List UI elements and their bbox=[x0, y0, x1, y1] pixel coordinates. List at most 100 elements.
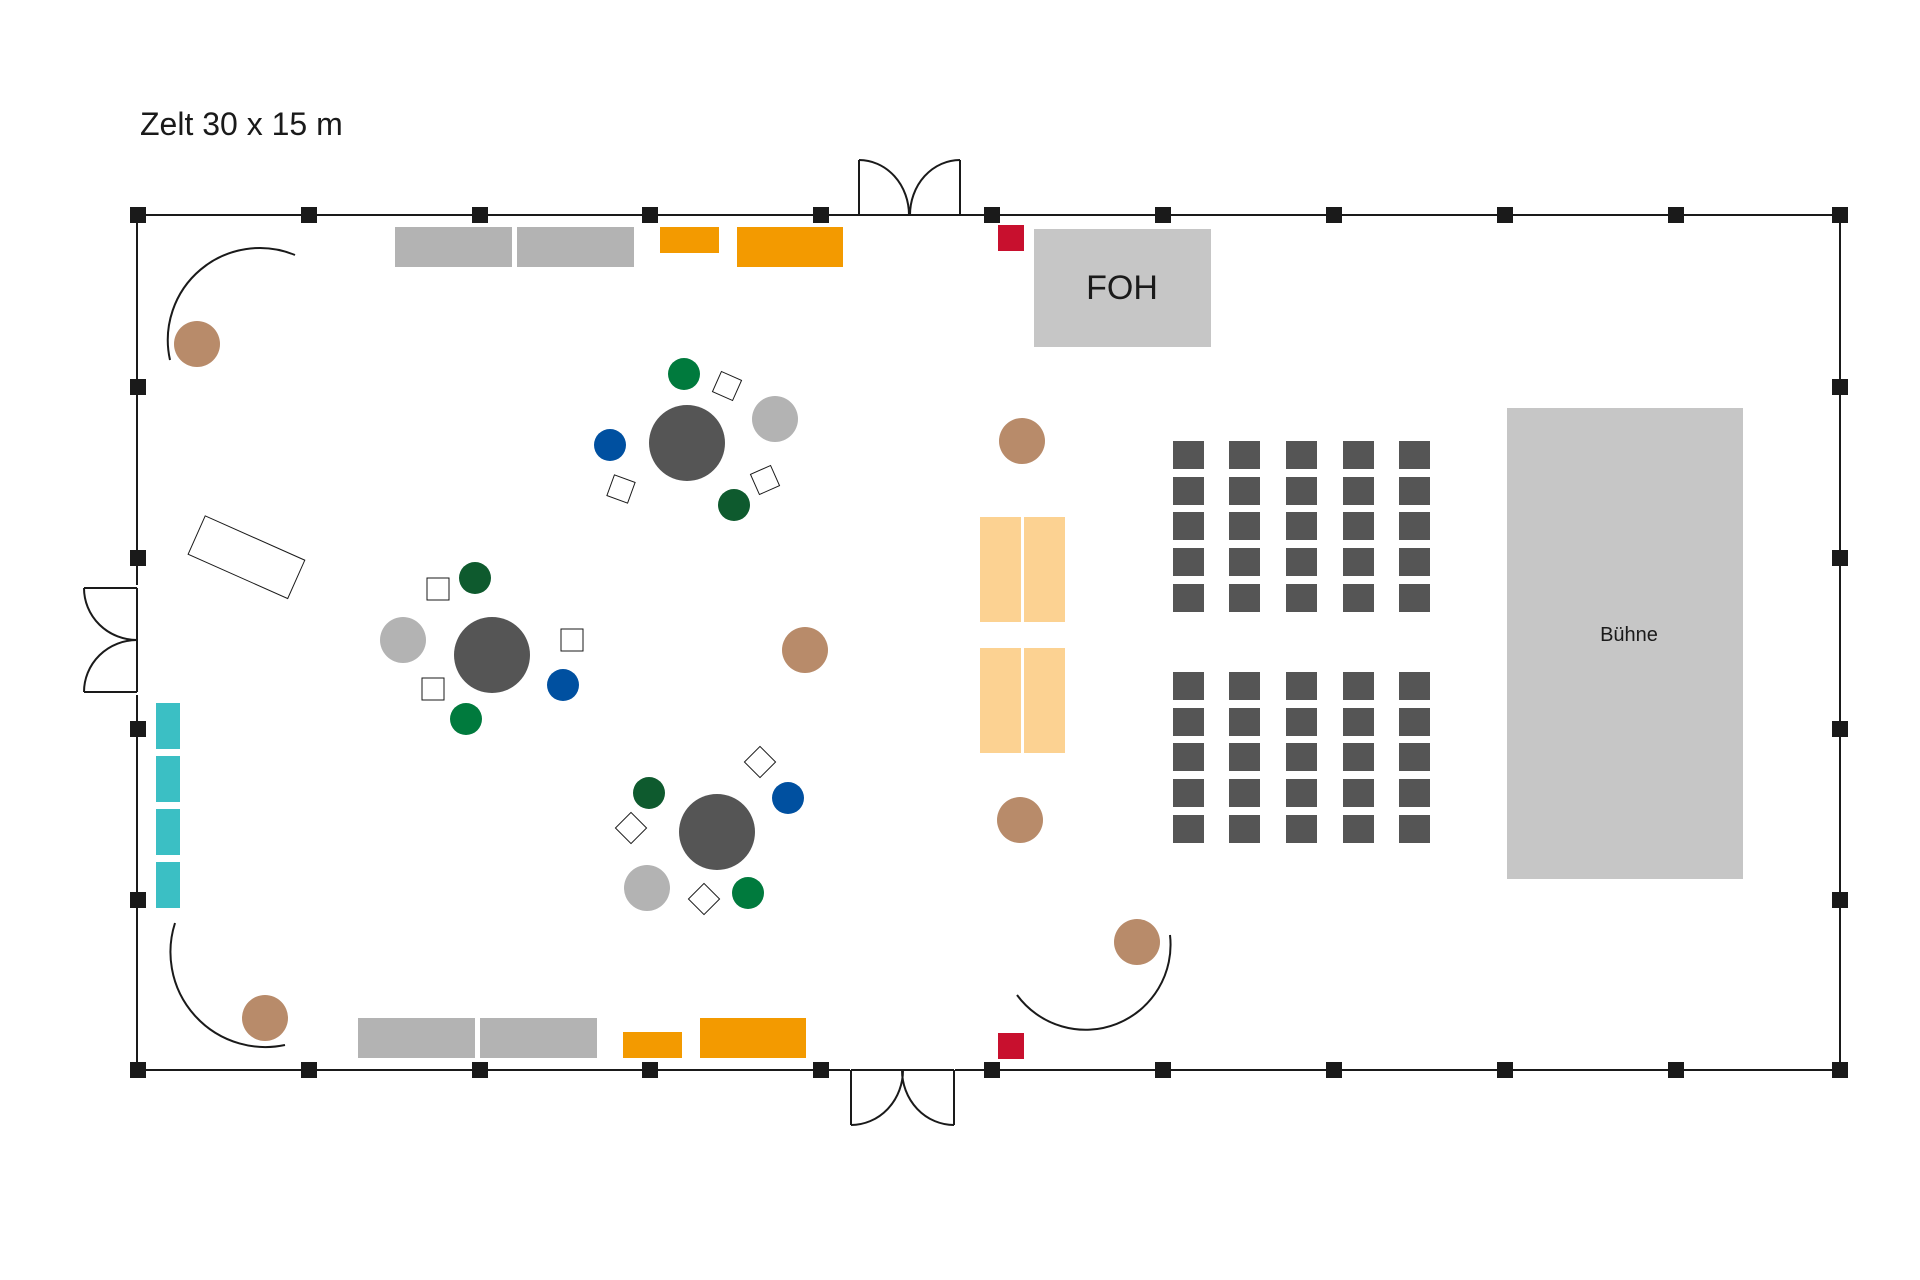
post bbox=[642, 207, 658, 223]
foh-box bbox=[1034, 229, 1211, 347]
counter-orange-bottom-large bbox=[700, 1018, 806, 1058]
top-double-door[interactable] bbox=[858, 159, 961, 216]
bench-group-upper bbox=[980, 517, 1065, 622]
audience-chair bbox=[1399, 672, 1430, 700]
foh-label: FOH bbox=[1086, 269, 1158, 307]
turquoise-bar bbox=[156, 862, 180, 908]
post bbox=[472, 207, 488, 223]
plant bbox=[1114, 919, 1160, 965]
turquoise-bar bbox=[156, 703, 180, 749]
stool bbox=[560, 628, 584, 652]
foh-area[interactable]: FOH bbox=[1034, 229, 1211, 347]
audience-chair bbox=[1286, 779, 1317, 807]
table-group-lower bbox=[614, 745, 804, 916]
post bbox=[130, 550, 146, 566]
audience-chairs-lower bbox=[1173, 672, 1430, 843]
stool bbox=[426, 577, 450, 601]
audience-chair bbox=[1173, 584, 1204, 612]
seat-lightgray bbox=[624, 865, 670, 911]
turquoise-bar-group bbox=[156, 703, 180, 908]
audience-chair bbox=[1173, 512, 1204, 540]
post bbox=[642, 1062, 658, 1078]
audience-chair bbox=[1399, 708, 1430, 736]
post bbox=[1832, 721, 1848, 737]
audience-chair bbox=[1173, 548, 1204, 576]
audience-chair bbox=[1229, 743, 1260, 771]
door-swing-bottom-right bbox=[1016, 934, 1172, 1031]
audience-chair bbox=[1343, 779, 1374, 807]
seat-green bbox=[668, 358, 700, 390]
counter-gray-top-2 bbox=[517, 227, 634, 267]
audience-chair bbox=[1343, 708, 1374, 736]
audience-chair bbox=[1286, 743, 1317, 771]
counter-orange-bottom-small bbox=[623, 1032, 682, 1058]
turquoise-bar bbox=[156, 809, 180, 855]
seat-blue bbox=[547, 669, 579, 701]
post bbox=[1155, 207, 1171, 223]
audience-chair bbox=[1173, 815, 1204, 843]
post bbox=[130, 207, 146, 223]
post bbox=[1326, 1062, 1342, 1078]
seat-darkgreen bbox=[718, 489, 750, 521]
door-swing-top-left bbox=[166, 247, 296, 361]
stage-label: Bühne bbox=[1600, 624, 1658, 646]
post bbox=[813, 207, 829, 223]
slanted-table bbox=[187, 515, 306, 600]
stage[interactable]: Bühne bbox=[1507, 408, 1743, 879]
stool bbox=[421, 677, 445, 701]
post bbox=[1832, 550, 1848, 566]
seat-darkgreen bbox=[633, 777, 665, 809]
post bbox=[1497, 1062, 1513, 1078]
counter-gray-bottom-1 bbox=[358, 1018, 475, 1058]
post bbox=[130, 1062, 146, 1078]
post bbox=[1668, 207, 1684, 223]
bench bbox=[980, 517, 1021, 622]
audience-chair bbox=[1399, 815, 1430, 843]
seat-lightgray bbox=[752, 396, 798, 442]
bottom-double-door[interactable] bbox=[850, 1069, 955, 1126]
audience-chair bbox=[1286, 672, 1317, 700]
counter-orange-top-small bbox=[660, 227, 719, 253]
audience-chair bbox=[1399, 584, 1430, 612]
table-group-middle bbox=[380, 562, 584, 735]
audience-chair bbox=[1399, 779, 1430, 807]
audience-chair bbox=[1343, 441, 1374, 469]
audience-chair bbox=[1343, 672, 1374, 700]
audience-chair bbox=[1343, 512, 1374, 540]
stool bbox=[711, 370, 743, 402]
left-double-door[interactable] bbox=[83, 587, 138, 693]
bench bbox=[1024, 648, 1065, 753]
audience-chair bbox=[1286, 477, 1317, 505]
exit-marker-top bbox=[998, 225, 1024, 251]
audience-chair bbox=[1229, 584, 1260, 612]
audience-chair bbox=[1229, 815, 1260, 843]
stool bbox=[687, 882, 721, 916]
audience-chair bbox=[1343, 548, 1374, 576]
plant bbox=[242, 995, 288, 1041]
audience-chair bbox=[1286, 441, 1317, 469]
stool bbox=[614, 811, 648, 845]
bench bbox=[1024, 517, 1065, 622]
audience-chair bbox=[1173, 743, 1204, 771]
audience-chairs-upper bbox=[1173, 441, 1430, 612]
plan-title: Zelt 30 x 15 m bbox=[140, 106, 343, 142]
audience-chair bbox=[1173, 477, 1204, 505]
post bbox=[1832, 892, 1848, 908]
counter-gray-top-1 bbox=[395, 227, 512, 267]
post bbox=[1497, 207, 1513, 223]
audience-chair bbox=[1173, 441, 1204, 469]
post bbox=[130, 892, 146, 908]
audience-chair bbox=[1399, 477, 1430, 505]
stool bbox=[743, 745, 777, 779]
audience-chair bbox=[1229, 441, 1260, 469]
plant bbox=[999, 418, 1045, 464]
audience-chair bbox=[1229, 672, 1260, 700]
audience-chair bbox=[1399, 743, 1430, 771]
audience-chair bbox=[1173, 672, 1204, 700]
audience-chair bbox=[1286, 584, 1317, 612]
audience-chair bbox=[1343, 815, 1374, 843]
audience-chair bbox=[1343, 743, 1374, 771]
round-plants bbox=[174, 321, 1160, 1041]
bench-group-lower bbox=[980, 648, 1065, 753]
